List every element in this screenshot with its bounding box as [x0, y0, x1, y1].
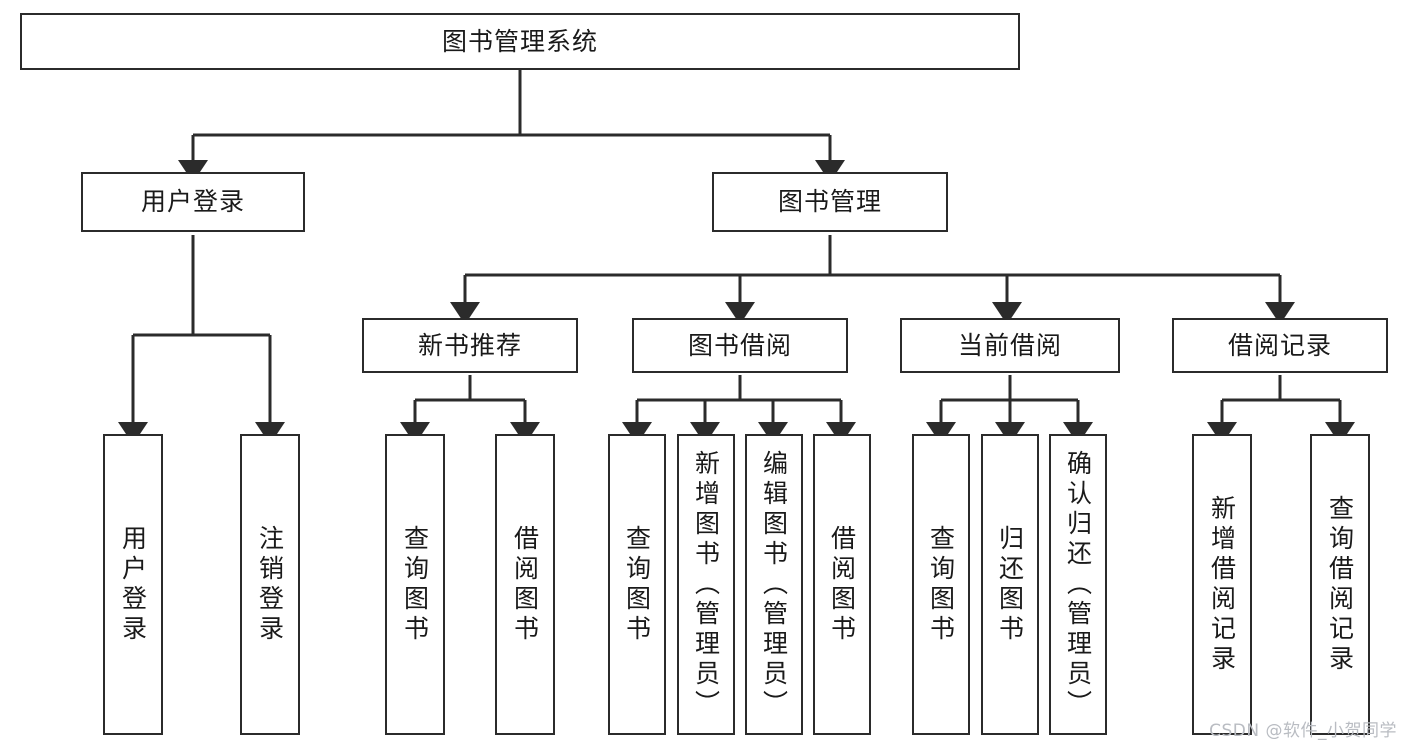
node-leaf-query-record-label: 查询借阅记录 [1325, 494, 1355, 675]
node-book-borrow[interactable]: 图书借阅 [632, 318, 848, 373]
node-book-borrow-label: 图书借阅 [687, 330, 792, 360]
node-leaf-logout-label: 注销登录 [255, 524, 285, 645]
node-user-login-label: 用户登录 [140, 187, 245, 217]
node-leaf-query-book-1-label: 查询图书 [400, 524, 430, 645]
node-leaf-add-record[interactable]: 新增借阅记录 [1192, 434, 1252, 735]
node-leaf-borrow-book-1[interactable]: 借阅图书 [495, 434, 555, 735]
node-book-manage[interactable]: 图书管理 [712, 172, 948, 232]
node-leaf-borrow-book-1-label: 借阅图书 [510, 524, 540, 645]
node-current-borrow[interactable]: 当前借阅 [900, 318, 1120, 373]
node-root-label: 图书管理系统 [441, 26, 598, 56]
node-current-borrow-label: 当前借阅 [957, 330, 1062, 360]
node-book-manage-label: 图书管理 [777, 187, 882, 217]
node-leaf-edit-book[interactable]: 编辑图书（管理员） [745, 434, 803, 735]
node-leaf-logout[interactable]: 注销登录 [240, 434, 300, 735]
node-leaf-edit-book-label: 编辑图书（管理员） [759, 449, 789, 720]
node-leaf-confirm-return[interactable]: 确认归还（管理员） [1049, 434, 1107, 735]
node-leaf-user-login-label: 用户登录 [118, 524, 148, 645]
node-leaf-query-book-1[interactable]: 查询图书 [385, 434, 445, 735]
node-leaf-return-book-label: 归还图书 [995, 524, 1025, 645]
node-leaf-query-book-3-label: 查询图书 [926, 524, 956, 645]
node-leaf-query-book-2[interactable]: 查询图书 [608, 434, 666, 735]
node-leaf-return-book[interactable]: 归还图书 [981, 434, 1039, 735]
node-user-login[interactable]: 用户登录 [81, 172, 305, 232]
node-new-book-recommend-label: 新书推荐 [417, 330, 522, 360]
node-root[interactable]: 图书管理系统 [20, 13, 1020, 70]
node-new-book-recommend[interactable]: 新书推荐 [362, 318, 578, 373]
node-leaf-borrow-book-2[interactable]: 借阅图书 [813, 434, 871, 735]
node-borrow-record-label: 借阅记录 [1227, 330, 1332, 360]
node-leaf-query-book-3[interactable]: 查询图书 [912, 434, 970, 735]
node-leaf-borrow-book-2-label: 借阅图书 [827, 524, 857, 645]
node-leaf-query-book-2-label: 查询图书 [622, 524, 652, 645]
node-borrow-record[interactable]: 借阅记录 [1172, 318, 1388, 373]
node-leaf-add-book[interactable]: 新增图书（管理员） [677, 434, 735, 735]
node-leaf-confirm-return-label: 确认归还（管理员） [1063, 449, 1093, 720]
node-leaf-add-record-label: 新增借阅记录 [1207, 494, 1237, 675]
node-leaf-query-record[interactable]: 查询借阅记录 [1310, 434, 1370, 735]
watermark: CSDN @软件_小贺同学 [1209, 721, 1397, 741]
node-leaf-user-login[interactable]: 用户登录 [103, 434, 163, 735]
node-leaf-add-book-label: 新增图书（管理员） [691, 449, 721, 720]
